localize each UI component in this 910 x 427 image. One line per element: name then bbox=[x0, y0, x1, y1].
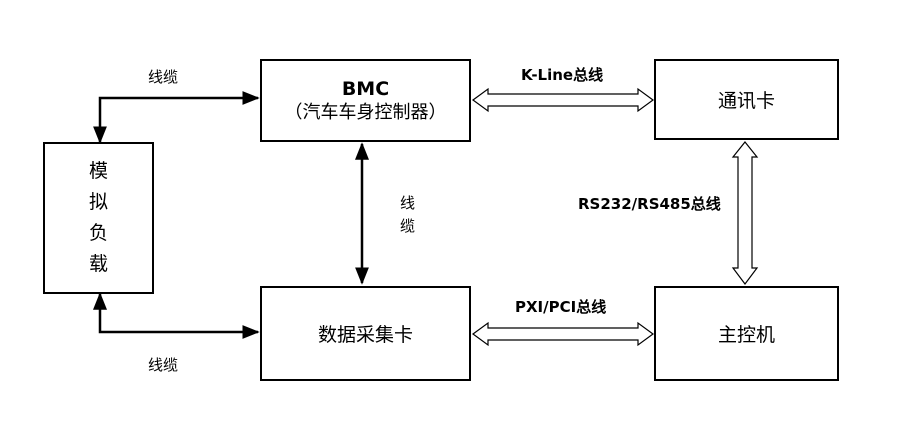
bmc-subtitle: （汽车车身控制器） bbox=[284, 101, 447, 123]
sim-load-box: 模 拟 负 载 bbox=[43, 142, 154, 294]
cable-bottom-label: 线缆 bbox=[148, 356, 179, 374]
bmc-box: BMC （汽车车身控制器） bbox=[260, 59, 471, 142]
cable-arrow-load-daq bbox=[93, 292, 260, 339]
sim-load-char-4: 载 bbox=[88, 253, 108, 275]
pxi-bus-label: PXI/PCI总线 bbox=[515, 298, 607, 316]
sim-load-char-1: 模 bbox=[88, 160, 108, 182]
cable-arrow-load-bmc bbox=[93, 91, 260, 144]
rs-bus-arrow bbox=[731, 141, 759, 285]
daq-card-label: 数据采集卡 bbox=[317, 324, 413, 346]
cable-mid-label-2: 缆 bbox=[400, 217, 416, 235]
sim-load-char-2: 拟 bbox=[88, 191, 108, 213]
bmc-title: BMC bbox=[341, 77, 390, 100]
cable-mid-label-1: 线 bbox=[400, 194, 416, 212]
cable-top-label: 线缆 bbox=[148, 68, 179, 86]
pxi-bus-arrow bbox=[471, 321, 655, 347]
daq-card-box: 数据采集卡 bbox=[260, 286, 471, 381]
sim-load-char-3: 负 bbox=[88, 222, 108, 244]
comm-card-label: 通讯卡 bbox=[717, 90, 775, 112]
kline-bus-arrow bbox=[471, 87, 655, 113]
kline-bus-label: K-Line总线 bbox=[521, 66, 604, 84]
rs-bus-label: RS232/RS485总线 bbox=[578, 195, 721, 213]
host-label: 主控机 bbox=[717, 324, 775, 346]
host-box: 主控机 bbox=[654, 286, 839, 381]
comm-card-box: 通讯卡 bbox=[654, 59, 839, 140]
